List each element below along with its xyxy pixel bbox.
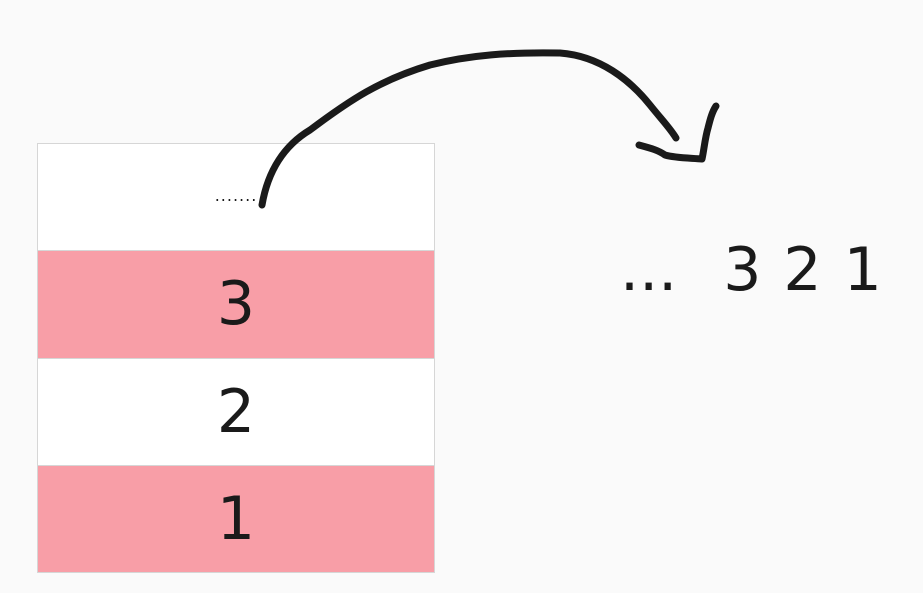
sequence-item: 3	[723, 235, 762, 305]
ellipsis-dots: .......	[214, 186, 258, 205]
sequence-item: 2	[783, 235, 822, 305]
sequence-item: 1	[843, 235, 882, 305]
output-sequence: ... 3 2 1	[620, 240, 882, 300]
stack-cell-label: 1	[216, 483, 256, 554]
stack-cell-3: 3	[38, 250, 434, 358]
stack-cell-label: 2	[216, 376, 256, 447]
sequence-ellipsis: ...	[620, 235, 678, 305]
stack-cell-placeholder: .......	[38, 144, 434, 251]
stack-cell-1: 1	[38, 464, 434, 572]
stack-cell-2: 2	[38, 357, 434, 465]
stack-cell-label: 3	[216, 269, 256, 340]
stack-diagram: ....... 3 2 1	[37, 143, 435, 573]
